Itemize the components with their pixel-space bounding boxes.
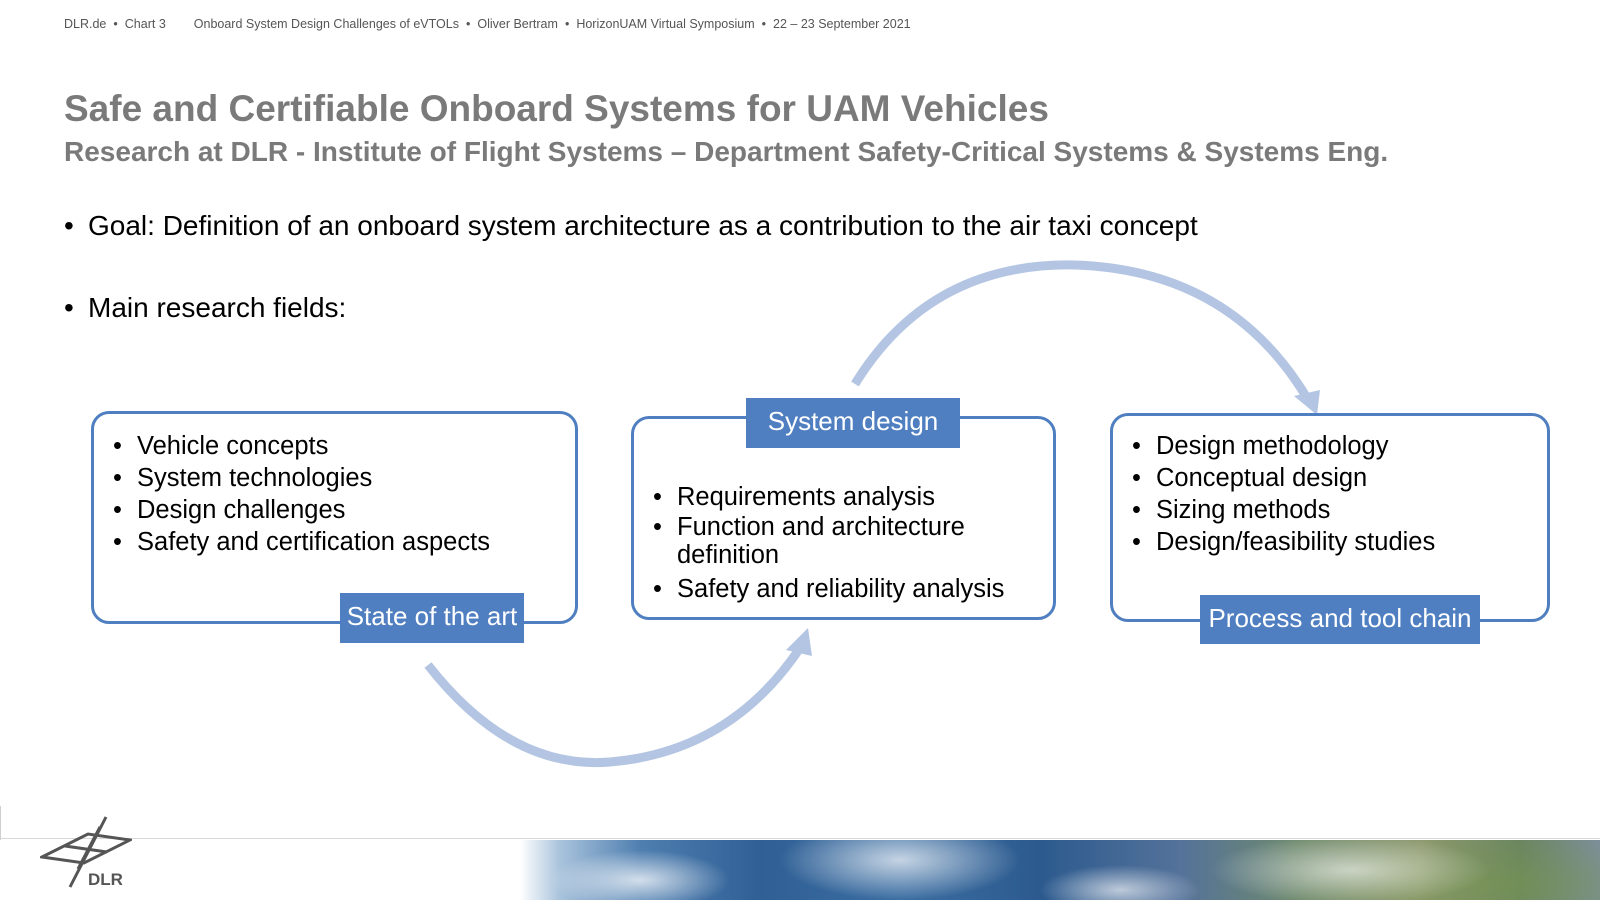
bullet-goal: •Goal: Definition of an onboard system a…	[64, 210, 1198, 241]
footer-divider	[0, 838, 1600, 839]
box-state-of-the-art: Vehicle concepts System technologies Des…	[91, 411, 578, 624]
dlr-logo-text: DLR	[88, 870, 123, 889]
arrow-bottom	[424, 645, 804, 768]
list-item: Vehicle concepts	[113, 430, 490, 462]
list-item: Safety and certification aspects	[113, 526, 490, 558]
header-event: HorizonUAM Virtual Symposium	[576, 17, 755, 31]
box-system-design: Requirements analysis Function and archi…	[631, 416, 1056, 620]
bullet-goal-text: Goal: Definition of an onboard system ar…	[88, 210, 1198, 241]
state-of-the-art-list: Vehicle concepts System technologies Des…	[113, 430, 490, 558]
arrow-top	[851, 260, 1311, 401]
header-chart: Chart 3	[124, 17, 166, 31]
list-item: Conceptual design	[1132, 462, 1435, 494]
header-site: DLR.de	[64, 17, 107, 31]
system-design-list: Requirements analysis Function and archi…	[653, 481, 1033, 605]
label-system-design: System design	[746, 398, 960, 448]
arrow-bottom-head	[786, 628, 812, 656]
process-list: Design methodology Conceptual design Siz…	[1132, 430, 1435, 558]
label-state-of-the-art: State of the art	[340, 593, 524, 643]
list-item: Requirements analysis	[653, 481, 1033, 513]
box-process-and-tool-chain: Design methodology Conceptual design Siz…	[1110, 413, 1550, 622]
header-author: Oliver Bertram	[477, 17, 558, 31]
bullet-fields-text: Main research fields:	[88, 292, 347, 323]
bullet-research-fields: •Main research fields:	[64, 292, 347, 323]
header-date: 22 – 23 September 2021	[773, 17, 911, 31]
list-item: Safety and reliability analysis	[653, 573, 1033, 605]
dlr-logo-icon	[40, 816, 132, 888]
list-item: Sizing methods	[1132, 494, 1435, 526]
arrow-top-head	[1294, 390, 1320, 415]
list-item: Design/feasibility studies	[1132, 526, 1435, 558]
list-item: Design challenges	[113, 494, 490, 526]
header-talk: Onboard System Design Challenges of eVTO…	[193, 17, 459, 31]
earth-banner-image	[0, 840, 1600, 900]
list-item: Design methodology	[1132, 430, 1435, 462]
label-process-and-tool-chain: Process and tool chain	[1200, 595, 1480, 644]
list-item: System technologies	[113, 462, 490, 494]
list-item: Function and architecture definition	[653, 513, 1033, 569]
slide-title: Safe and Certifiable Onboard Systems for…	[64, 88, 1049, 129]
slide-subtitle: Research at DLR - Institute of Flight Sy…	[64, 136, 1389, 167]
